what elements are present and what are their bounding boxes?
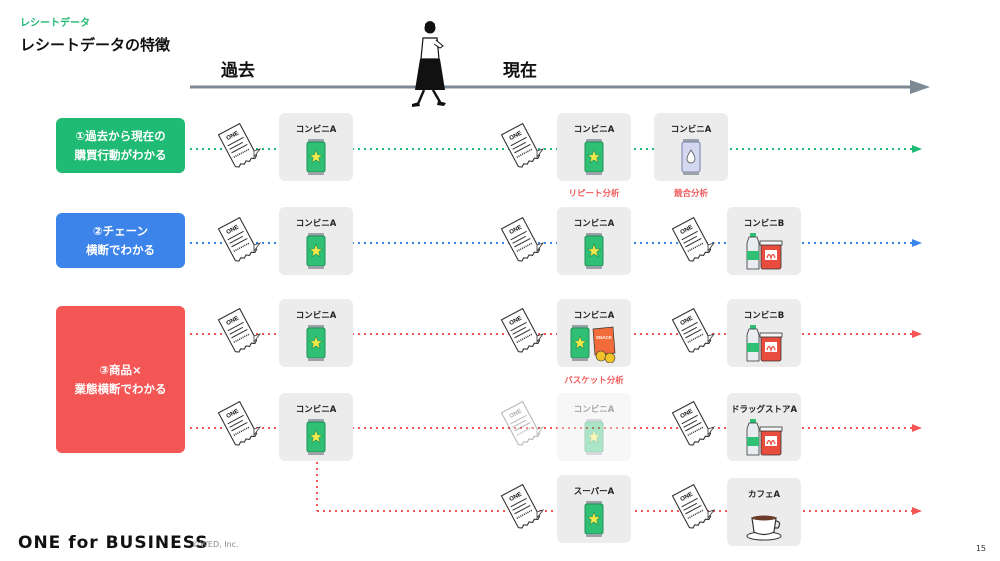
- svg-text:SNACK: SNACK: [596, 335, 613, 340]
- coffee-cup-icon: [727, 502, 801, 542]
- store-name: コンビニA: [295, 125, 337, 135]
- svg-text:ONE: ONE: [509, 409, 523, 420]
- svg-text:ONE: ONE: [226, 316, 240, 327]
- row1-label-line1: ①過去から現在の: [75, 128, 166, 143]
- svg-text:ONE: ONE: [226, 409, 240, 420]
- receipt-icon: ONE: [214, 399, 262, 449]
- present-label: 現在: [503, 61, 537, 81]
- store-name: コンビニA: [295, 219, 337, 229]
- row2-label: ②チェーン 横断でわかる: [56, 213, 185, 268]
- store-name: コンビニA: [573, 405, 615, 415]
- timeline-arrowhead: [910, 80, 930, 94]
- milk-yogurt-icon: [727, 417, 801, 457]
- copyright: ©WED, Inc.: [192, 540, 239, 549]
- can-icon: [557, 137, 631, 177]
- store-card: コンビニA: [654, 113, 728, 181]
- analysis-note: バスケット分析: [564, 376, 624, 386]
- row1-label: ①過去から現在の 購買行動がわかる: [56, 118, 185, 173]
- brand-logo: ONE for BUSINESS: [18, 533, 209, 553]
- svg-text:ONE: ONE: [509, 225, 523, 236]
- store-name: コンビニB: [743, 219, 785, 229]
- row3-label-line1: ③商品×: [99, 362, 142, 377]
- receipt-icon: ONE: [668, 215, 716, 265]
- store-card: ドラッグストアA: [727, 393, 801, 461]
- store-name: コンビニA: [573, 125, 615, 135]
- store-card: コンビニA: [557, 113, 631, 181]
- row3-label-line2: 業態横断でわかる: [74, 381, 167, 396]
- receipt-icon: ONE: [497, 482, 545, 532]
- row3c-flow-line: [316, 462, 922, 515]
- svg-text:ONE: ONE: [509, 492, 523, 503]
- walking-woman-icon: [412, 21, 446, 107]
- eyebrow-label: レシートデータ: [20, 18, 90, 29]
- store-name: ドラッグストアA: [730, 405, 798, 415]
- receipt-icon: ONE: [214, 121, 262, 171]
- svg-text:ONE: ONE: [680, 492, 694, 503]
- receipt-icon: ONE: [214, 215, 262, 265]
- can-icon: [557, 231, 631, 271]
- receipt-icon: ONE: [497, 306, 545, 356]
- store-name: コンビニA: [573, 219, 615, 229]
- store-name: カフェA: [747, 490, 781, 500]
- store-name: コンビニA: [295, 405, 337, 415]
- can-icon: [557, 417, 631, 457]
- past-label: 過去: [221, 61, 255, 81]
- svg-text:ONE: ONE: [226, 225, 240, 236]
- store-card: スーパーA: [557, 475, 631, 543]
- water-can-icon: [654, 137, 728, 177]
- store-card: コンビニA: [279, 299, 353, 367]
- can-icon: [279, 417, 353, 457]
- store-name: コンビニA: [295, 311, 337, 321]
- page-number: 15: [975, 544, 986, 553]
- store-name: コンビニB: [743, 311, 785, 321]
- row2-label-line2: 横断でわかる: [86, 242, 155, 257]
- store-card: コンビニA: [557, 393, 631, 461]
- store-card: コンビニA: [279, 393, 353, 461]
- receipt-icon: ONE: [497, 215, 545, 265]
- store-card: カフェA: [727, 478, 801, 546]
- store-name: スーパーA: [573, 487, 615, 497]
- can-icon: [279, 231, 353, 271]
- store-card: コンビニB: [727, 299, 801, 367]
- store-name: コンビニA: [573, 311, 615, 321]
- analysis-note: 競合分析: [673, 189, 708, 199]
- store-card: コンビニA: [279, 207, 353, 275]
- svg-text:ONE: ONE: [226, 131, 240, 142]
- svg-text:ONE: ONE: [509, 316, 523, 327]
- svg-text:ONE: ONE: [680, 225, 694, 236]
- store-card: コンビニA SNACK: [557, 299, 631, 367]
- page-title: レシートデータの特徴: [20, 36, 171, 54]
- receipt-icon: ONE: [497, 121, 545, 171]
- svg-text:ONE: ONE: [680, 316, 694, 327]
- analysis-note: リピート分析: [568, 189, 620, 199]
- row1-label-line2: 購買行動がわかる: [74, 147, 167, 162]
- milk-yogurt-icon: [727, 231, 801, 271]
- can-icon: [557, 499, 631, 539]
- svg-text:ONE: ONE: [509, 131, 523, 142]
- row3-label: ③商品× 業態横断でわかる: [56, 306, 185, 453]
- store-card: コンビニB: [727, 207, 801, 275]
- store-name: コンビニA: [670, 125, 712, 135]
- store-card: コンビニA: [557, 207, 631, 275]
- milk-yogurt-icon: [727, 323, 801, 363]
- can-snack-icon: SNACK: [557, 323, 631, 364]
- receipt-icon: ONE: [668, 306, 716, 356]
- receipt-icon: ONE: [497, 399, 545, 449]
- row2-label-line1: ②チェーン: [92, 223, 149, 238]
- store-card: コンビニA: [279, 113, 353, 181]
- receipt-icon: ONE: [668, 482, 716, 532]
- can-icon: [279, 323, 353, 363]
- can-icon: [279, 137, 353, 177]
- receipt-icon: ONE: [214, 306, 262, 356]
- svg-text:ONE: ONE: [680, 409, 694, 420]
- receipt-icon: ONE: [668, 399, 716, 449]
